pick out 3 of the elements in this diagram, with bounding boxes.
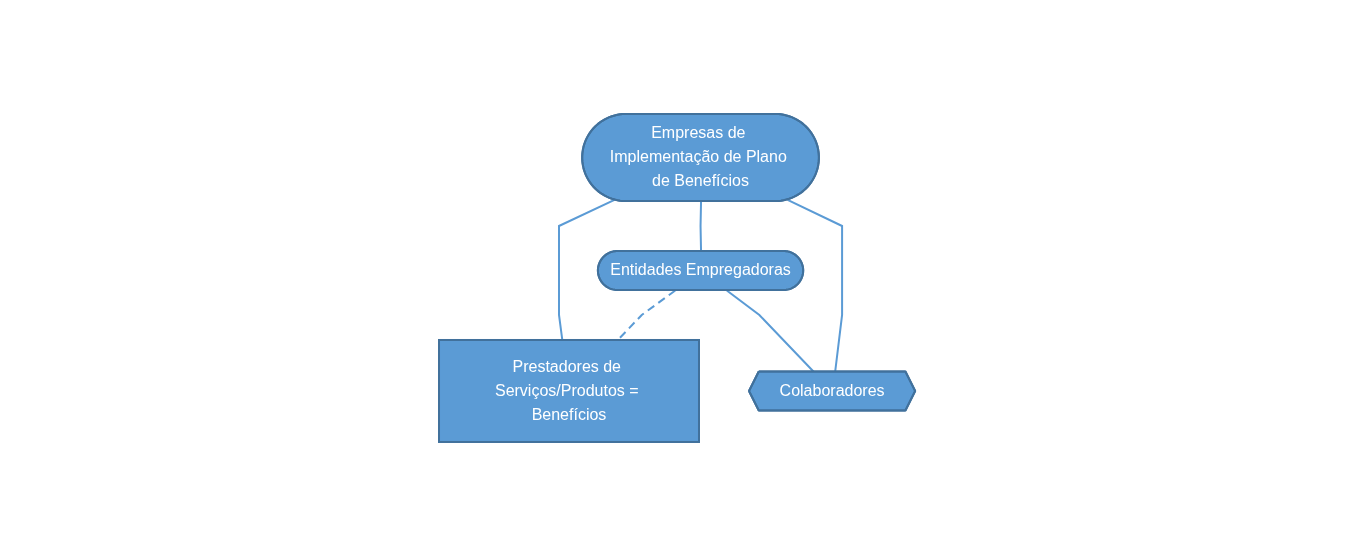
connector: [557, 198, 616, 341]
node-box: Prestadores de Serviços/Produtos = Benefícios: [437, 338, 700, 443]
connector: [699, 200, 702, 252]
